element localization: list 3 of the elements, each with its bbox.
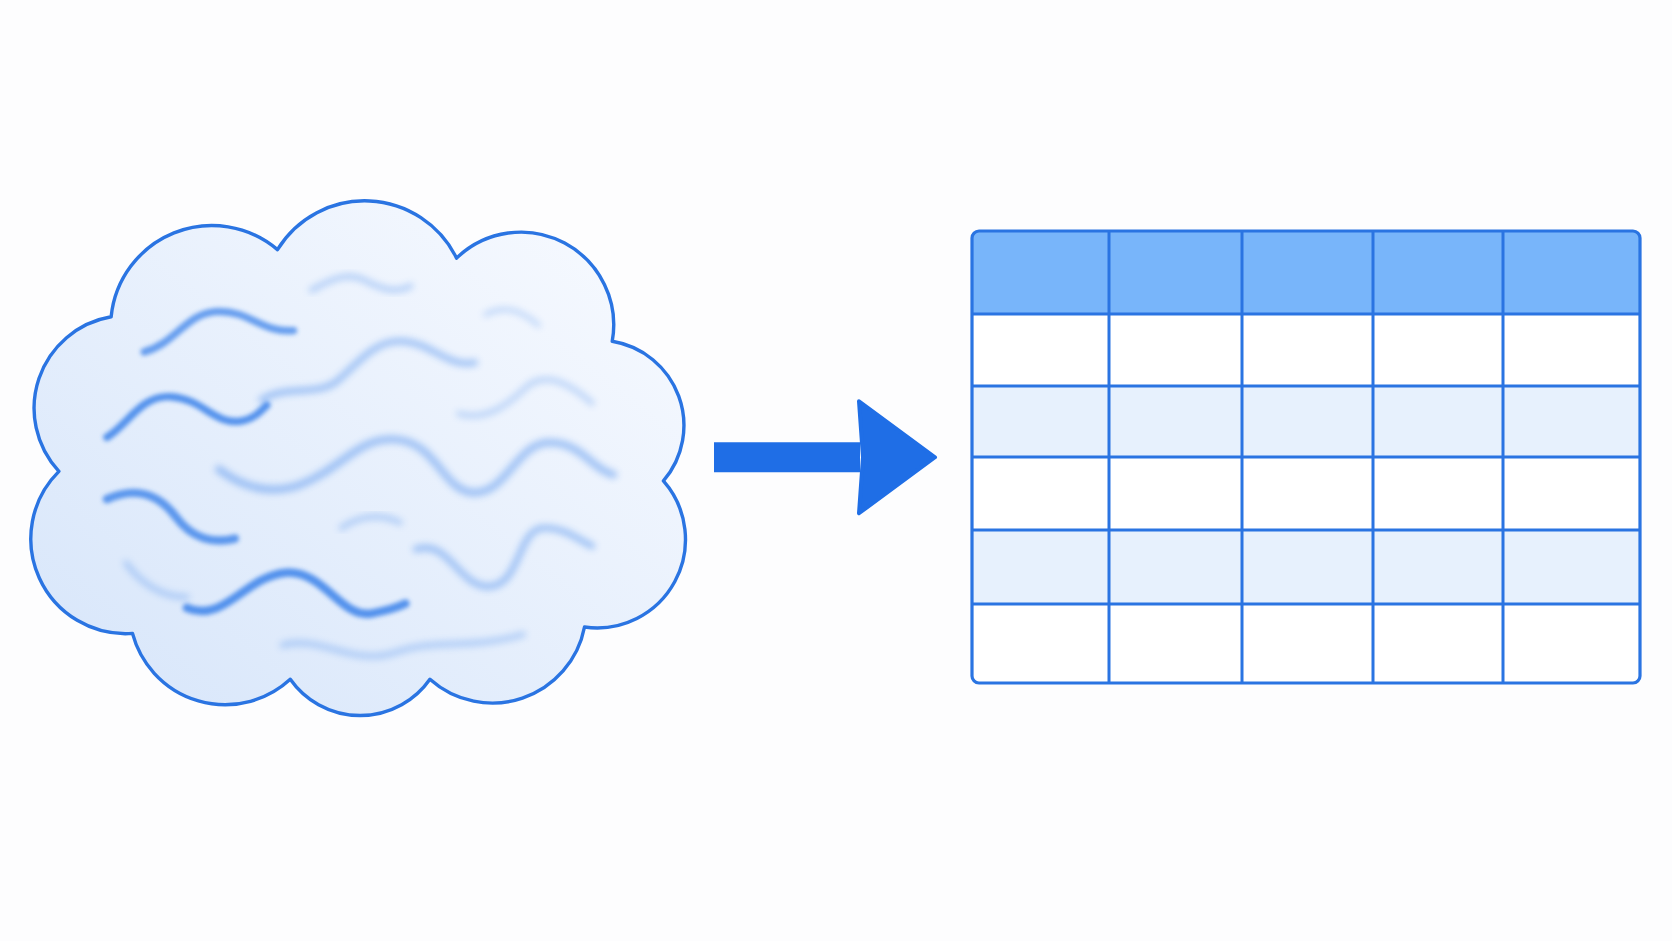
arrow	[714, 399, 937, 516]
empty-table	[970, 229, 1642, 685]
cloud-shape	[28, 196, 689, 719]
